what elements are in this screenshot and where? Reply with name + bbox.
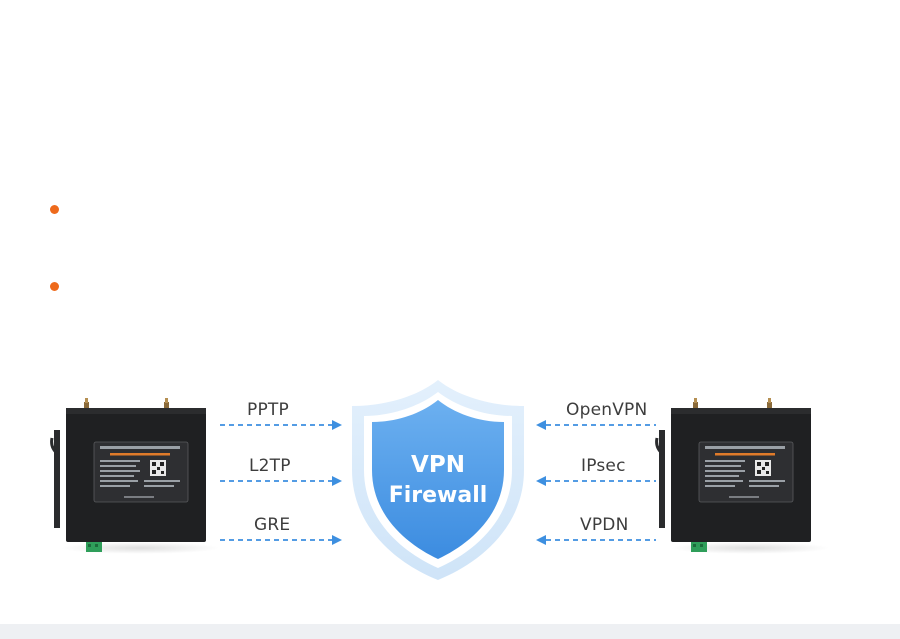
bullet-dot-1 — [50, 205, 59, 214]
left-router-icon — [50, 398, 206, 552]
arrow-right-2 — [536, 476, 656, 486]
arrow-left-3 — [220, 535, 342, 545]
right-router-shadow — [670, 542, 830, 554]
arrow-left-2 — [220, 476, 342, 486]
shield-icon: VPN Firewall — [352, 380, 524, 580]
right-arrows — [536, 420, 656, 545]
bullet-dot-2 — [50, 282, 59, 291]
left-arrows — [220, 420, 342, 545]
shield-line-firewall: Firewall — [389, 483, 488, 508]
vpn-diagram: PPTP L2TP GRE OpenVPN IPsec VPDN — [0, 370, 900, 590]
protocol-label-l2tp: L2TP — [249, 456, 291, 476]
protocol-label-vpdn: VPDN — [580, 515, 629, 535]
protocol-label-pptp: PPTP — [247, 400, 289, 420]
right-router-icon — [655, 398, 811, 552]
bottom-band — [0, 624, 900, 639]
arrow-left-1 — [220, 420, 342, 430]
arrow-right-1 — [536, 420, 656, 430]
arrow-right-3 — [536, 535, 656, 545]
protocol-label-ipsec: IPsec — [581, 456, 626, 476]
shield-line-vpn: VPN — [411, 452, 465, 478]
protocol-label-gre: GRE — [254, 515, 291, 535]
protocol-label-openvpn: OpenVPN — [566, 400, 648, 420]
